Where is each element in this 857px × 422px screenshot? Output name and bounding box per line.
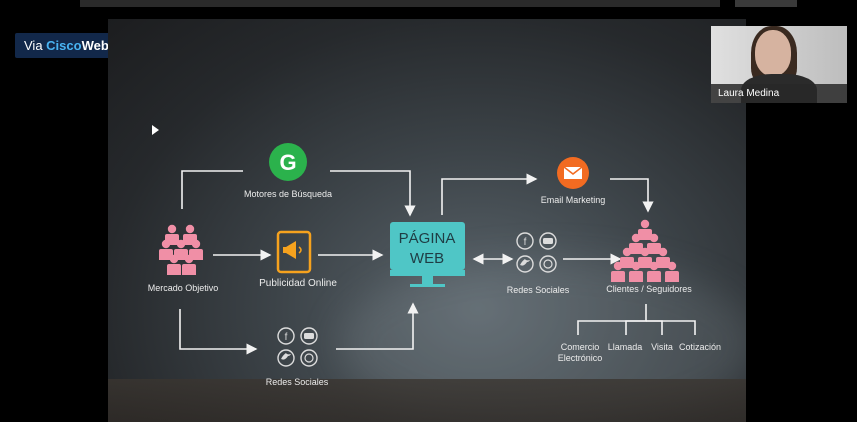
email-icon <box>557 157 589 189</box>
publicidad-label: Publicidad Online <box>259 278 337 289</box>
toolbar-control[interactable] <box>735 0 797 7</box>
facebook-icon-letter: f <box>524 237 527 248</box>
social-icons-bottom: f <box>277 327 318 367</box>
marketing-diagram: G f PÁGINA WEB <box>152 125 696 367</box>
shared-slide: G f PÁGINA WEB <box>108 19 746 422</box>
pagina-web-monitor-icon: PÁGINA WEB <box>390 222 465 287</box>
pagina-text: PÁGINA <box>399 230 456 247</box>
badge-prefix: Via <box>24 38 47 53</box>
clientes-label: Clientes / Seguidores <box>606 284 692 294</box>
arrow-mercado-redes <box>179 309 258 355</box>
google-icon: G <box>269 143 307 181</box>
facebook-icon <box>516 232 534 250</box>
outcome-comercio-line2: Electrónico <box>557 353 603 363</box>
motores-label: Motores de Búsqueda <box>243 189 333 199</box>
outcome-cotizacion: Cotización <box>678 342 722 352</box>
facebook-icon-letter: f <box>285 332 288 343</box>
play-pointer-icon[interactable] <box>152 125 159 135</box>
google-letter: G <box>279 150 296 175</box>
redes-bottom-label: Redes Sociales <box>265 377 329 387</box>
social-icons-right: f <box>516 232 557 273</box>
email-label: Email Marketing <box>540 195 606 205</box>
facebook-icon <box>277 327 295 345</box>
outcome-comercio-line1: Comercio <box>560 342 600 352</box>
arrow-web-email <box>441 173 538 215</box>
youtube-icon <box>300 327 318 345</box>
flow-arrows <box>179 170 696 355</box>
arrow-email-clientes <box>610 178 654 213</box>
mercado-objetivo-people-icon <box>159 224 203 275</box>
outcome-visita: Visita <box>651 342 673 352</box>
branch-comercio <box>577 304 647 335</box>
twitter-icon <box>277 349 295 367</box>
web-text: WEB <box>410 250 444 267</box>
whatsapp-icon <box>300 349 318 367</box>
participant-name-label: Laura Medina <box>711 84 847 103</box>
background-ground <box>108 379 746 422</box>
mercado-label: Mercado Objetivo <box>147 283 219 293</box>
branch-cotizacion <box>646 320 696 335</box>
clientes-people-icon <box>611 219 679 282</box>
whatsapp-icon <box>539 255 557 273</box>
branch-visita <box>646 320 663 335</box>
arrow-mercado-motores <box>181 170 243 209</box>
arrow-redes-web <box>336 302 419 350</box>
top-toolbar-strip <box>80 0 797 7</box>
redes-right-label: Redes Sociales <box>506 285 570 295</box>
outcome-comercio: Comercio Electrónico <box>558 342 603 364</box>
outcome-llamada: Llamada <box>607 342 643 352</box>
youtube-icon <box>539 232 557 250</box>
megaphone-tablet-icon <box>276 230 312 274</box>
twitter-icon <box>516 255 534 273</box>
branch-llamada <box>625 320 646 335</box>
arrow-motores-web <box>330 170 416 217</box>
video-person-face <box>755 30 791 76</box>
badge-cisco: Cisco <box>46 38 82 53</box>
